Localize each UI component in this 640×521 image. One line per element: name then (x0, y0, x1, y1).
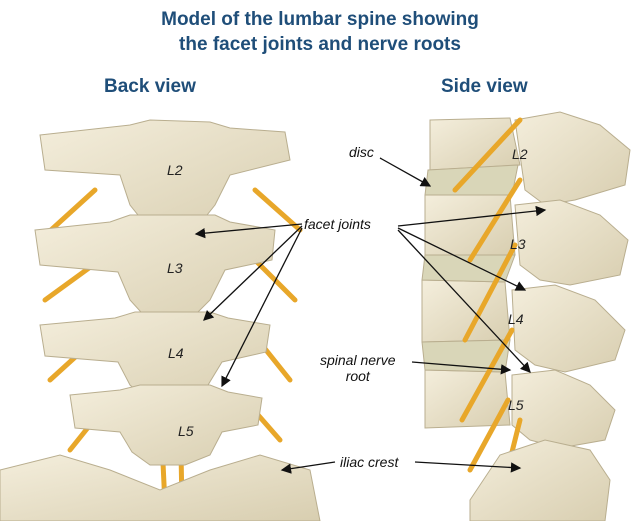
annotation-arrows (194, 157, 547, 474)
spinal-nerve-root-label-line-1: spinal nerve (320, 352, 396, 368)
side-l2-label: L2 (512, 146, 528, 162)
facet-joints-label: facet joints (304, 216, 371, 232)
page-title-line-1: Model of the lumbar spine showing (161, 9, 479, 30)
back-view-heading: Back view (104, 76, 196, 97)
spinal-nerve-root-label-line-2: root (345, 368, 370, 384)
disc-label: disc (349, 144, 374, 160)
side-view-heading: Side view (441, 76, 528, 97)
side-l3-label: L3 (510, 236, 526, 252)
side-l4-label: L4 (508, 311, 524, 327)
iliac-crest-label: iliac crest (340, 454, 399, 470)
back-view-model (0, 119, 321, 521)
back-l4-label: L4 (168, 345, 184, 361)
side-l5-label: L5 (508, 397, 524, 413)
page-title-line-2: the facet joints and nerve roots (179, 34, 461, 55)
side-view-model (421, 111, 631, 521)
back-l5-label: L5 (178, 423, 194, 439)
back-l2-label: L2 (167, 162, 183, 178)
back-l3-label: L3 (167, 260, 183, 276)
spinal-nerve-root-label: spinal nerve root (320, 352, 396, 384)
